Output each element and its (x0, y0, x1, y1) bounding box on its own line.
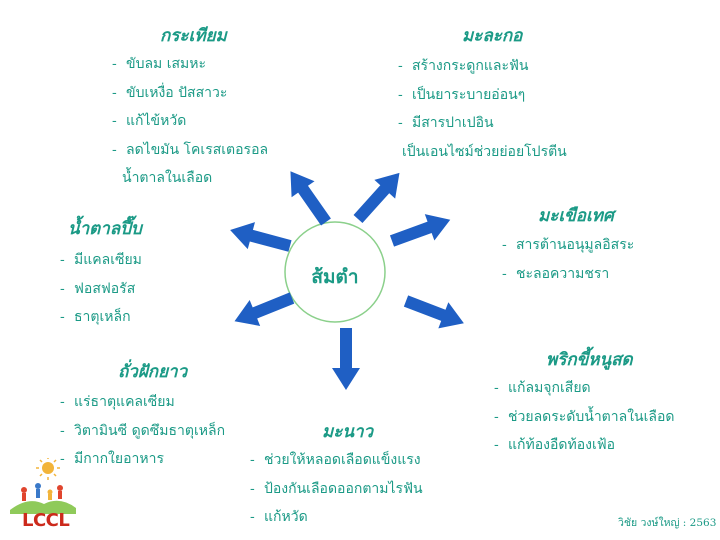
list-item: -แร่ธาตุแคลเซียม (60, 394, 175, 410)
chili-title: พริกขี้หนูสด (546, 350, 633, 370)
list-item: -แก้ไข้หวัด (112, 113, 187, 129)
tomato-title: มะเขือเทศ (538, 206, 614, 226)
lccl-logo (10, 458, 76, 514)
list-item: -วิตามินซี ดูดซึมธาตุเหล็ก (60, 422, 226, 439)
list-item: -ชะลอความชรา (502, 265, 610, 282)
children-icon (21, 483, 63, 501)
palm-sugar-title: น้ำตาลปี๊บ (68, 219, 142, 239)
arrow-to-palm-sugar (226, 216, 294, 260)
sun-icon (36, 458, 60, 480)
credit-text: วิชัย วงษ์ใหญ่ : 2563 (618, 517, 717, 529)
garlic-benefits-list: -ขับลม เสมหะ -ขับเหงื่อ ปัสสาวะ -แก้ไข้ห… (112, 50, 268, 193)
logo-text: LCCL (22, 510, 70, 531)
center-circle (284, 221, 386, 323)
center-label: ส้มตำ (311, 266, 359, 288)
list-item: -มีสารปาเปอิน (398, 115, 494, 131)
arrow-to-tomato (387, 206, 456, 255)
papaya-benefits-list: -สร้างกระดูกและฟัน -เป็นยาระบายอ่อนๆ -มี… (398, 52, 567, 166)
list-item: -แก้ท้องอืดท้องเฟ้อ (494, 437, 616, 453)
list-item: -ช่วยลดระดับน้ำตาลในเลือด (494, 408, 675, 425)
list-item: -ป้องกันเลือดออกตามไรฟัน (250, 480, 423, 497)
long-bean-title: ถั่วฝักยาว (118, 362, 188, 382)
arrow-to-garlic (278, 163, 338, 231)
list-item: -ฟอสฟอรัส (60, 280, 136, 297)
arrow-to-papaya (347, 163, 410, 229)
garlic-title: กระเทียม (160, 26, 227, 46)
list-item: -สารต้านอนุมูลอิสระ (502, 237, 635, 253)
grass-hill-icon (10, 500, 76, 514)
long-bean-benefits-list: -แร่ธาตุแคลเซียม -วิตามินซี ดูดซึมธาตุเห… (60, 388, 225, 474)
list-item: -ขับเหงื่อ ปัสสาวะ (112, 84, 228, 101)
list-item: -แก้หวัด (250, 509, 308, 525)
list-item: -แก้ลมจุกเสียด (494, 380, 591, 396)
chili-benefits-list: -แก้ลมจุกเสียด -ช่วยลดระดับน้ำตาลในเลือด… (494, 374, 675, 460)
lime-benefits-list: -ช่วยให้หลอดเลือดแข็งแรง -ป้องกันเลือดออ… (250, 446, 423, 532)
list-item: -สร้างกระดูกและฟัน (398, 58, 529, 74)
arrow-to-chili (400, 287, 469, 337)
palm-sugar-benefits-list: -มีแคลเซียม -ฟอสฟอรัส -ธาตุเหล็ก (60, 246, 142, 332)
arrow-to-lime (332, 328, 360, 390)
list-item: -ช่วยให้หลอดเลือดแข็งแรง (250, 452, 421, 468)
list-item-continuation: น้ำตาลในเลือด (122, 170, 213, 186)
list-item: -ธาตุเหล็ก (60, 309, 131, 325)
lime-title: มะนาว (322, 422, 374, 442)
list-item: -มีกากใยอาหาร (60, 451, 164, 467)
tomato-benefits-list: -สารต้านอนุมูลอิสระ -ชะลอความชรา (502, 231, 634, 288)
list-item: -ขับลม เสมหะ (112, 56, 207, 72)
list-item: -ลดไขมัน โคเรสเตอรอล (112, 141, 269, 158)
arrow-to-long-bean (229, 285, 298, 335)
list-item: -มีแคลเซียม (60, 252, 142, 268)
list-item: -เป็นยาระบายอ่อนๆ (398, 86, 526, 103)
list-item-continuation: เป็นเอนไซม์ช่วยย่อยโปรตีน (402, 143, 567, 160)
papaya-title: มะละกอ (462, 26, 523, 46)
